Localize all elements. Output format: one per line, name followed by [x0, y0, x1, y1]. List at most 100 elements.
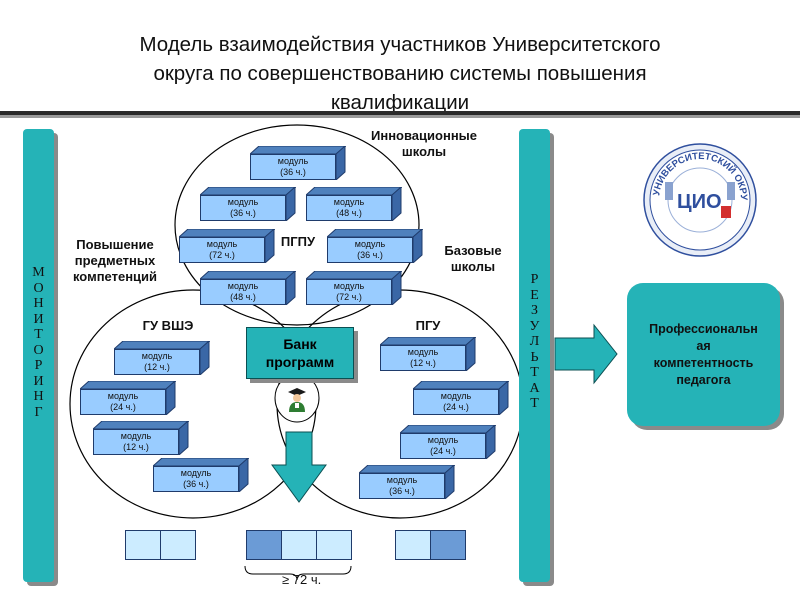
module-side [178, 421, 189, 455]
module-side [485, 425, 496, 459]
module-label: модуль [440, 391, 472, 401]
bar-letter: Н [33, 296, 44, 311]
module-label: модуль [427, 435, 459, 445]
module-side [285, 271, 296, 305]
module-side [264, 229, 275, 263]
module-hours: (36 ч.) [389, 486, 415, 496]
result-professional-competence: Профессиональн ая компетентность педагог… [627, 283, 780, 426]
module-side [412, 229, 423, 263]
label-base-line1: Базовые [444, 243, 502, 258]
module-side [391, 187, 402, 221]
module-side [498, 381, 509, 415]
bar-letter: М [32, 265, 45, 280]
module-label: модуль [333, 197, 365, 207]
module-label: модуль [277, 156, 309, 166]
module-hours: (36 ч.) [230, 208, 256, 218]
bar-letter: О [33, 342, 44, 358]
title-divider-shadow [0, 115, 800, 118]
module-hours: (24 ч.) [110, 402, 136, 412]
module-face [306, 279, 392, 305]
module-face [306, 195, 392, 221]
bar-letter: Г [34, 404, 43, 420]
module-face [413, 389, 499, 415]
module-label: модуль [180, 468, 212, 478]
bank-of-programs: Банк программ [246, 327, 354, 379]
bar-letter: Е [530, 287, 539, 303]
bar-letter: Ь [530, 349, 539, 365]
module-face [200, 279, 286, 305]
bar-letter: У [529, 318, 540, 334]
bar-letter: О [33, 280, 44, 296]
bottom-cell [125, 530, 161, 560]
label-base-schools: Базовые школы [428, 243, 518, 275]
logo-main-text: ЦИО [677, 191, 722, 213]
title-divider [0, 111, 800, 115]
module-side [238, 458, 249, 492]
module-label: модуль [386, 475, 418, 485]
bottom-cell [430, 530, 466, 560]
module-face [114, 349, 200, 375]
module-side [165, 381, 176, 415]
module-label: модуль [354, 239, 386, 249]
module-label: модуль [107, 391, 139, 401]
bar-letter: Р [530, 272, 539, 287]
top-ellipse [174, 124, 420, 326]
module-hours: (24 ч.) [430, 446, 456, 456]
bottom-cell [246, 530, 282, 560]
label-pgpu: ПГПУ [280, 234, 316, 249]
module-face [400, 433, 486, 459]
module-hours: (36 ч.) [183, 479, 209, 489]
module-side [335, 146, 346, 180]
module-label: модуль [407, 347, 439, 357]
result-line3: компетентность [653, 355, 754, 370]
bar-letter: И [33, 311, 44, 327]
label-innovative-line2: школы [401, 144, 447, 159]
module-hours: (36 ч.) [357, 250, 383, 260]
hours-total-label: ≥ 72 ч. [282, 572, 322, 587]
bar-letter: А [529, 380, 540, 396]
bar-letter: Т [34, 327, 43, 342]
module-face [327, 237, 413, 263]
bar-letter: И [33, 373, 44, 389]
module-hours: (24 ч.) [443, 402, 469, 412]
module-hours: (48 ч.) [230, 292, 256, 302]
module-side [391, 271, 402, 305]
university-district-logo: УНИВЕРСИТЕТСКИЙ ОКРУГ ЦИО [641, 138, 757, 257]
right-arrow [554, 323, 618, 385]
title-line-3: квалификации [330, 91, 470, 114]
module-face [359, 473, 445, 499]
title-line-2: округа по совершенствованию системы повы… [153, 62, 647, 85]
label-subject-line2: предметных [74, 253, 156, 268]
label-subject-line3: компетенций [72, 269, 158, 284]
bottom-cell [160, 530, 196, 560]
module-face [200, 195, 286, 221]
label-pgu: ПГУ [415, 318, 441, 333]
module-hours: (36 ч.) [280, 167, 306, 177]
graduate-icon [288, 388, 306, 412]
label-innovative-schools: Инновационные школы [356, 128, 492, 160]
down-arrow [271, 431, 327, 503]
module-side [285, 187, 296, 221]
bar-letter: Т [530, 365, 539, 380]
module-label: модуль [333, 281, 365, 291]
module-hours: (72 ч.) [336, 292, 362, 302]
label-subject-competencies: Повышение предметных компетенций [59, 237, 171, 285]
hours-bracket [244, 565, 352, 581]
label-subject-line1: Повышение [76, 237, 154, 252]
module-face [80, 389, 166, 415]
page-title: Модель взаимодействия участников Универс… [0, 30, 800, 117]
result-line2: ая [696, 338, 711, 353]
bottom-cell [395, 530, 431, 560]
module-hours: (12 ч.) [123, 442, 149, 452]
bar-letter: Л [529, 334, 540, 349]
module-face [250, 154, 336, 180]
bar-letter: З [530, 303, 538, 318]
bank-line2: программ [265, 354, 335, 370]
module-face [380, 345, 466, 371]
title-line-1: Модель взаимодействия участников Универс… [139, 33, 661, 56]
module-face [179, 237, 265, 263]
module-hours: (72 ч.) [209, 250, 235, 260]
bottom-cell [316, 530, 352, 560]
